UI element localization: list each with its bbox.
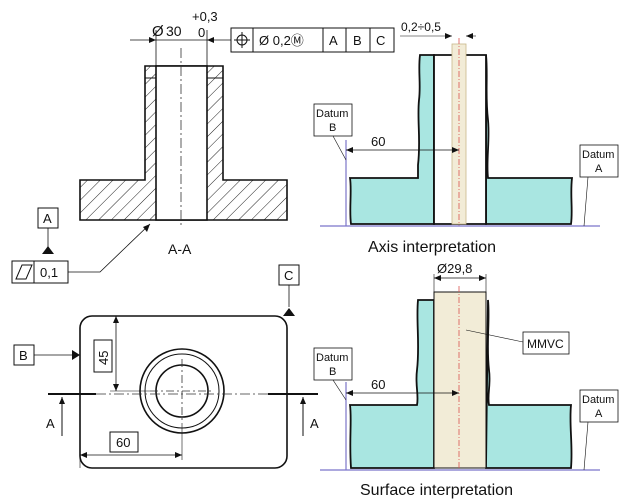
axis-dim-60: 60: [371, 134, 385, 149]
surface-caption: Surface interpretation: [360, 482, 513, 499]
datum-c-letter: C: [284, 268, 293, 283]
plate-outline: [79, 315, 288, 469]
section-arrow-left-label: A: [46, 416, 55, 431]
flatness-value: 0,1: [40, 265, 58, 280]
diameter-value: 30: [166, 23, 182, 39]
fcf-datum-c: C: [376, 33, 385, 48]
axis-interpretation: 0,2÷0,5 Datum B Datum A 60 Axis interpre…: [313, 20, 619, 256]
surface-datum-b-1: Datum: [316, 352, 348, 364]
section-view: Ø 30 +0,3 0 Ø 0,2Ⓜ A B C A-A A: [11, 9, 395, 284]
axis-zone-label: 0,2÷0,5: [401, 20, 441, 34]
axis-datum-b-1: Datum: [316, 108, 348, 120]
fcf-tolerance: Ø 0,2Ⓜ: [259, 33, 304, 48]
section-arrow-right-label: A: [310, 416, 319, 431]
axis-datum-a-1: Datum: [582, 149, 614, 161]
datum-b-flag: B: [13, 344, 80, 366]
surface-datum-b-2: B: [329, 366, 336, 378]
datum-a-flag: A: [37, 207, 59, 254]
top-view: A A 45 60 B C: [13, 264, 319, 469]
surface-interpretation: Ø29,8 MMVC Datum B Datum A 60 Surface in…: [313, 261, 619, 499]
surface-dim-60: 60: [371, 377, 385, 392]
datum-b-letter: B: [19, 348, 28, 363]
surface-datum-a-1: Datum: [582, 394, 614, 406]
datum-c-flag: C: [278, 264, 300, 316]
section-label: A-A: [168, 241, 192, 257]
fcf-datum-a: A: [329, 33, 338, 48]
flatness-icon: [15, 264, 33, 280]
datum-a-letter: A: [43, 211, 52, 226]
surface-diameter-label: Ø29,8: [437, 261, 472, 276]
axis-datum-a-2: A: [595, 163, 603, 175]
axis-caption: Axis interpretation: [368, 239, 496, 256]
surface-datum-a-2: A: [595, 408, 603, 420]
fcf-datum-b: B: [353, 33, 362, 48]
axis-part-fill: [348, 54, 435, 225]
tolerance-lower: 0: [198, 25, 205, 40]
flatness-frame: 0,1: [11, 223, 151, 284]
tolerance-upper: +0,3: [192, 9, 218, 24]
feature-control-frame: Ø 0,2Ⓜ A B C: [230, 27, 395, 53]
diameter-symbol: Ø: [152, 23, 164, 40]
dim-60-top-view: 60: [116, 435, 130, 450]
mmvc-label: MMVC: [527, 337, 564, 351]
surface-part-fill: [348, 299, 435, 469]
mmvc-zone: [433, 291, 487, 469]
axis-datum-b-2: B: [329, 122, 336, 134]
position-icon: [234, 32, 250, 48]
section-bore: [155, 65, 208, 221]
dim-45: 45: [96, 351, 111, 365]
